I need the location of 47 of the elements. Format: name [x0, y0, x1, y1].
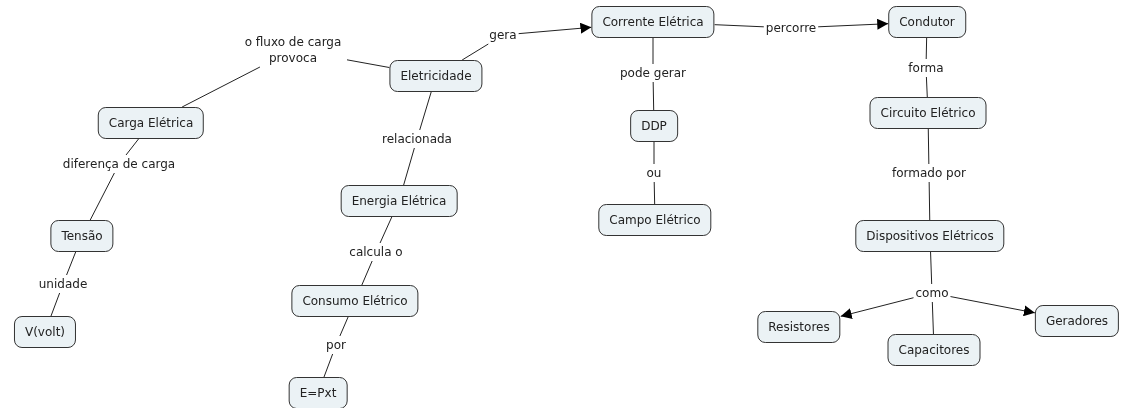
connector-line	[89, 172, 115, 221]
arrow	[950, 296, 1036, 317]
connector-line	[931, 301, 934, 335]
connector-line	[323, 353, 334, 378]
concept-box: Campo Elétrico	[598, 204, 712, 236]
connector-line	[927, 128, 930, 165]
concept-box: Tensão	[50, 220, 114, 252]
linking-phrase: pode gerar	[619, 65, 687, 81]
concept-box: V(volt)	[13, 316, 77, 348]
concept-box: Resistores	[757, 311, 841, 343]
arrow	[518, 22, 592, 35]
concept-box: Dispositivos Elétricos	[855, 220, 1005, 252]
connector-line	[714, 24, 765, 28]
linking-phrase: formado por	[891, 165, 967, 181]
concept-box: Consumo Elétrico	[291, 285, 419, 317]
connector-line	[403, 147, 415, 186]
concept-box: Eletricidade	[389, 60, 483, 92]
connector-line	[50, 292, 61, 317]
connector-line	[461, 43, 489, 61]
connector-line	[652, 37, 654, 65]
connector-line	[419, 91, 432, 131]
arrow	[840, 297, 914, 319]
concept-box: Circuito Elétrico	[869, 97, 987, 129]
connector-line	[652, 81, 655, 111]
connector-line	[339, 316, 349, 337]
connector-line	[361, 260, 373, 286]
connector-line	[66, 251, 77, 276]
concept-box: DDP	[630, 110, 678, 142]
connector-line	[653, 181, 656, 205]
concept-box: Energia Elétrica	[340, 185, 458, 217]
concept-box: Geradores	[1034, 305, 1120, 337]
concept-box: Corrente Elétrica	[591, 6, 715, 38]
connector-line	[379, 216, 393, 244]
arrow	[817, 18, 889, 30]
connector-line	[925, 76, 928, 98]
connector-line	[125, 138, 139, 156]
connector-line	[930, 251, 933, 285]
connector-line	[346, 59, 390, 69]
concept-box: Condutor	[888, 6, 966, 38]
connector-line	[925, 37, 928, 60]
connector-line	[181, 66, 261, 108]
concept-box: Capacitores	[887, 334, 981, 366]
connector-line	[653, 141, 655, 165]
connector-line	[928, 181, 931, 221]
linking-phrase: diferença de carga	[61, 156, 177, 172]
concept-box: E=Pxt	[288, 377, 348, 408]
concept-box: Carga Elétrica	[97, 107, 205, 139]
